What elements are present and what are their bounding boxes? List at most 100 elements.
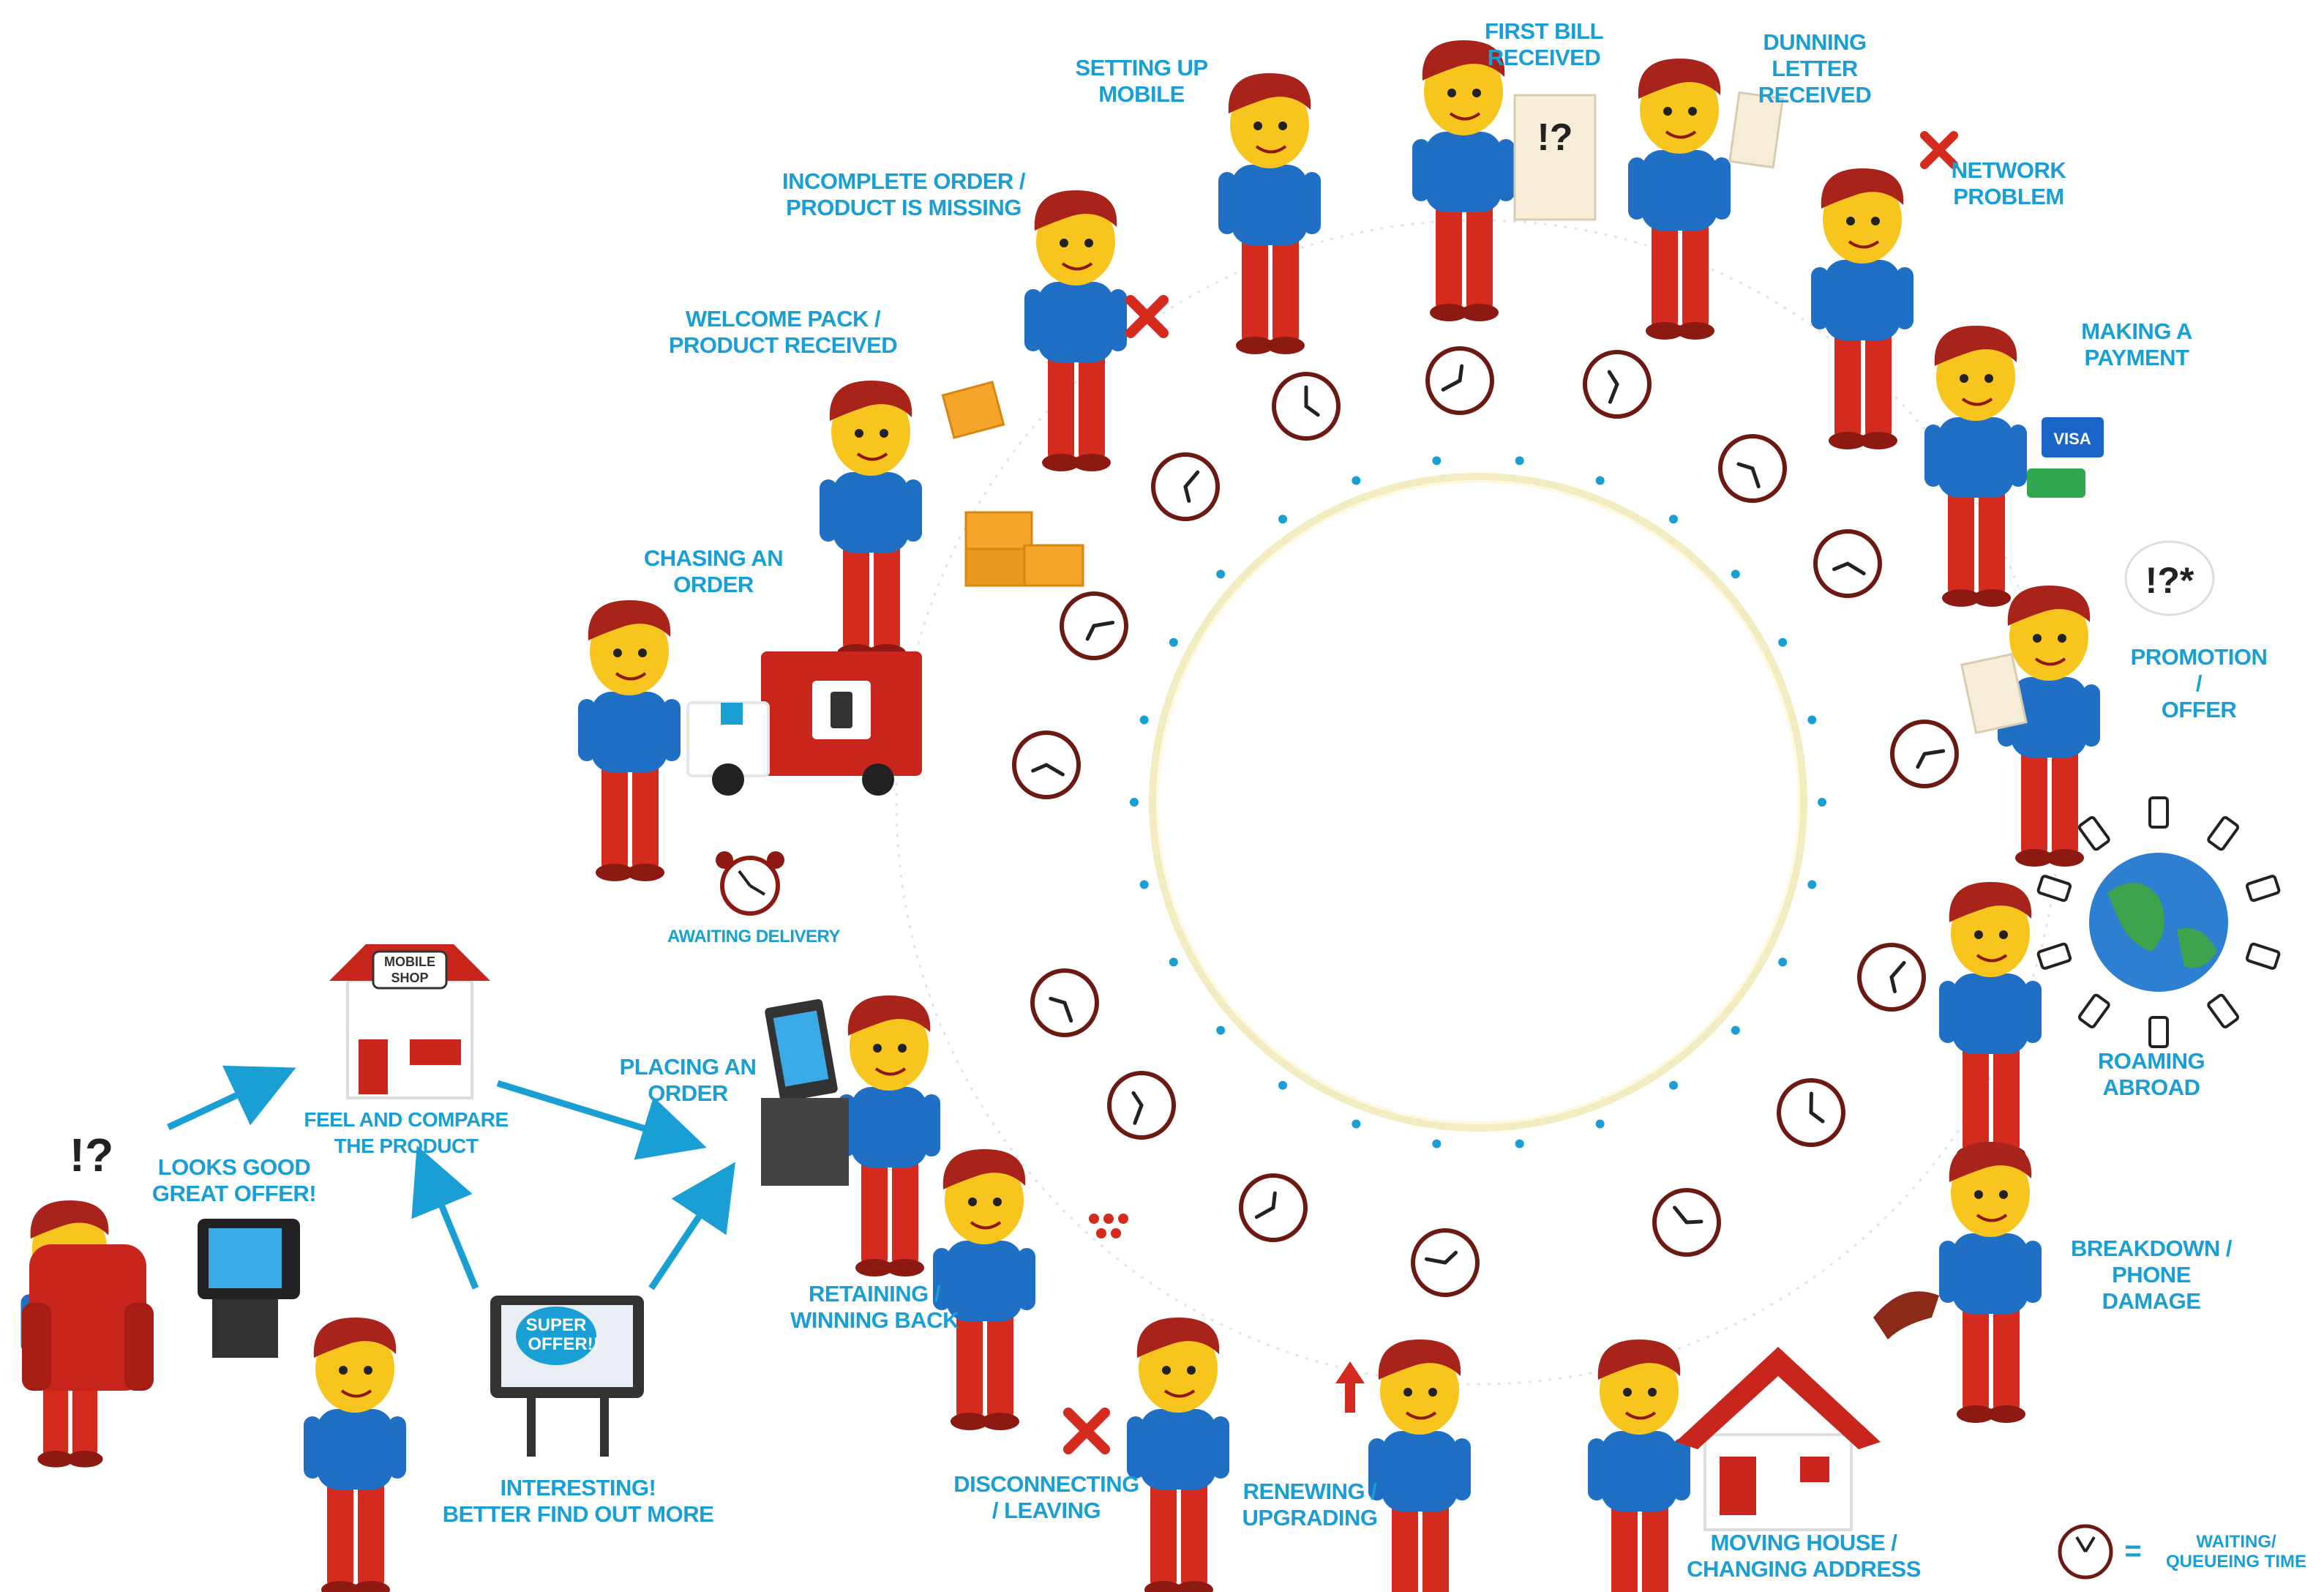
promotion-exclaim-question-star: !?* [2145, 560, 2194, 601]
clock-icon [1857, 943, 1926, 1012]
roaming-phones-icons [2036, 796, 2281, 1048]
ring-marker-dot [1731, 1025, 1740, 1035]
ring-marker-dot [1818, 798, 1826, 807]
phone-icon [2077, 993, 2110, 1028]
customer-figure [820, 381, 922, 662]
label-moving-house: MOVING HOUSE / CHANGING ADDRESS [1687, 1530, 1921, 1582]
globe-icon [2089, 853, 2228, 992]
clock-icon [1030, 968, 1099, 1037]
clock-icon [1583, 350, 1652, 419]
dunning-letter-icon [1728, 91, 1785, 169]
ring-marker-dot [1169, 957, 1178, 967]
ring-marker-dot [1595, 1119, 1605, 1129]
missing-product-cross-icon [1125, 295, 1169, 338]
phone-icon [2207, 816, 2240, 851]
ring-marker-dot [1515, 1139, 1524, 1148]
label-feel-compare: FEEL AND COMPARE THE PRODUCT [304, 1108, 509, 1157]
ring-marker-dot [1169, 638, 1178, 647]
billboard-line-2: OFFER!! [528, 1334, 599, 1354]
customer-figure [1024, 190, 1127, 471]
ring-marker-dot [1352, 476, 1361, 485]
promotion-thought-bubble [2124, 540, 2215, 616]
label-welcome-pack: WELCOME PACK / PRODUCT RECEIVED [668, 306, 898, 358]
arrow-shop-to-order [496, 1080, 707, 1160]
ring-marker-dot [1807, 715, 1817, 725]
customer-figure [1368, 1339, 1471, 1592]
clock-icon [1151, 452, 1220, 521]
customer-figure [933, 1149, 1035, 1430]
package-boxes-icon [941, 381, 1084, 587]
customer-figure [1811, 168, 1913, 449]
ring-marker-dot [1778, 638, 1788, 647]
label-incomplete-order: INCOMPLETE ORDER / PRODUCT IS MISSING [781, 168, 1026, 220]
label-interesting: INTERESTING! BETTER FIND OUT MORE [442, 1475, 714, 1527]
label-breakdown: BREAKDOWN / PHONE DAMAGE [2070, 1236, 2233, 1314]
shop-sign-line-2: SHOP [391, 971, 428, 985]
legend-clock-icon [2058, 1524, 2113, 1580]
label-chasing-order: CHASING AN ORDER [643, 545, 784, 597]
ring-marker-dot [1139, 880, 1149, 889]
television-icon [198, 1219, 300, 1358]
phone-icon [2077, 816, 2110, 851]
ring-marker-dot [1278, 1080, 1288, 1090]
customer-figure [578, 600, 681, 881]
house-icon [1676, 1347, 1881, 1531]
clock-icon [1777, 1078, 1845, 1147]
clock-icon [1652, 1188, 1721, 1257]
clock-icon [1272, 372, 1341, 441]
arrow-billboard-to-shop [411, 1146, 479, 1290]
clock-icon [1718, 434, 1787, 503]
label-roaming-abroad: ROAMING ABROAD [2097, 1048, 2205, 1100]
journey-cycle-ring [1149, 473, 1807, 1132]
label-retaining: RETAINING / WINNING BACK [790, 1281, 959, 1333]
broken-phone-icon [1873, 1291, 1939, 1339]
clock-icon [1411, 1228, 1480, 1297]
ring-marker-dot [1432, 456, 1442, 466]
waiting-time-clocks [1012, 346, 1959, 1297]
label-disconnecting: DISCONNECTING / LEAVING [953, 1471, 1139, 1523]
label-awaiting-delivery: AWAITING DELIVERY [667, 927, 840, 946]
promotion-flyer-icon [1960, 652, 2028, 735]
mobile-shop-icon [329, 944, 490, 1099]
ring-marker-dot [1595, 476, 1605, 485]
customer-figure [1127, 1318, 1229, 1592]
legend-waiting-queueing-label: WAITING/ QUEUEING TIME [2166, 1532, 2307, 1572]
ring-marker-dot [1668, 1080, 1678, 1090]
customer-figure [1939, 882, 2042, 1163]
phone-icon [2245, 875, 2281, 902]
visa-card-icon [2042, 417, 2104, 457]
ring-marker-dot [1731, 569, 1740, 579]
clock-icon [1425, 346, 1494, 415]
phone-icon [2036, 942, 2072, 970]
flow-arrows [167, 1065, 735, 1290]
label-looks-good: LOOKS GOOD GREAT OFFER! [151, 1154, 317, 1206]
label-dunning-letter: DUNNING LETTER RECEIVED [1758, 29, 1872, 108]
computer-terminal-icon [761, 998, 849, 1186]
ring-marker-dot [1216, 569, 1226, 579]
clock-icon [1813, 529, 1882, 598]
alarm-clock-icon [716, 851, 784, 916]
customer-figure [1588, 1339, 1690, 1592]
customer-figure [1218, 73, 1321, 354]
phone-icon [2245, 942, 2281, 970]
armchair-icon [22, 1244, 154, 1391]
ring-marker-dot [1515, 456, 1524, 466]
phone-icon [2148, 796, 2169, 829]
ring-marker-dot [1278, 515, 1288, 524]
retaining-dots-icon [1089, 1214, 1128, 1238]
upgrade-arrow-icon [1335, 1361, 1365, 1413]
legend-equals: = [2124, 1535, 2141, 1567]
ring-marker-dot [1807, 880, 1817, 889]
arrow-billboard-to-order [648, 1162, 735, 1290]
label-placing-order: PLACING AN ORDER [619, 1054, 757, 1106]
journey-cycle-ring-inner [1156, 480, 1800, 1124]
clock-icon [1890, 720, 1959, 788]
ring-marker-dot [1139, 715, 1149, 725]
clock-icon [1060, 591, 1128, 660]
leaving-cross-icon [1063, 1408, 1110, 1454]
ring-marker-dots [1130, 456, 1826, 1148]
cash-icon [2027, 468, 2085, 498]
label-renewing: RENEWING / UPGRADING [1242, 1479, 1378, 1531]
clock-icon [1012, 730, 1081, 799]
